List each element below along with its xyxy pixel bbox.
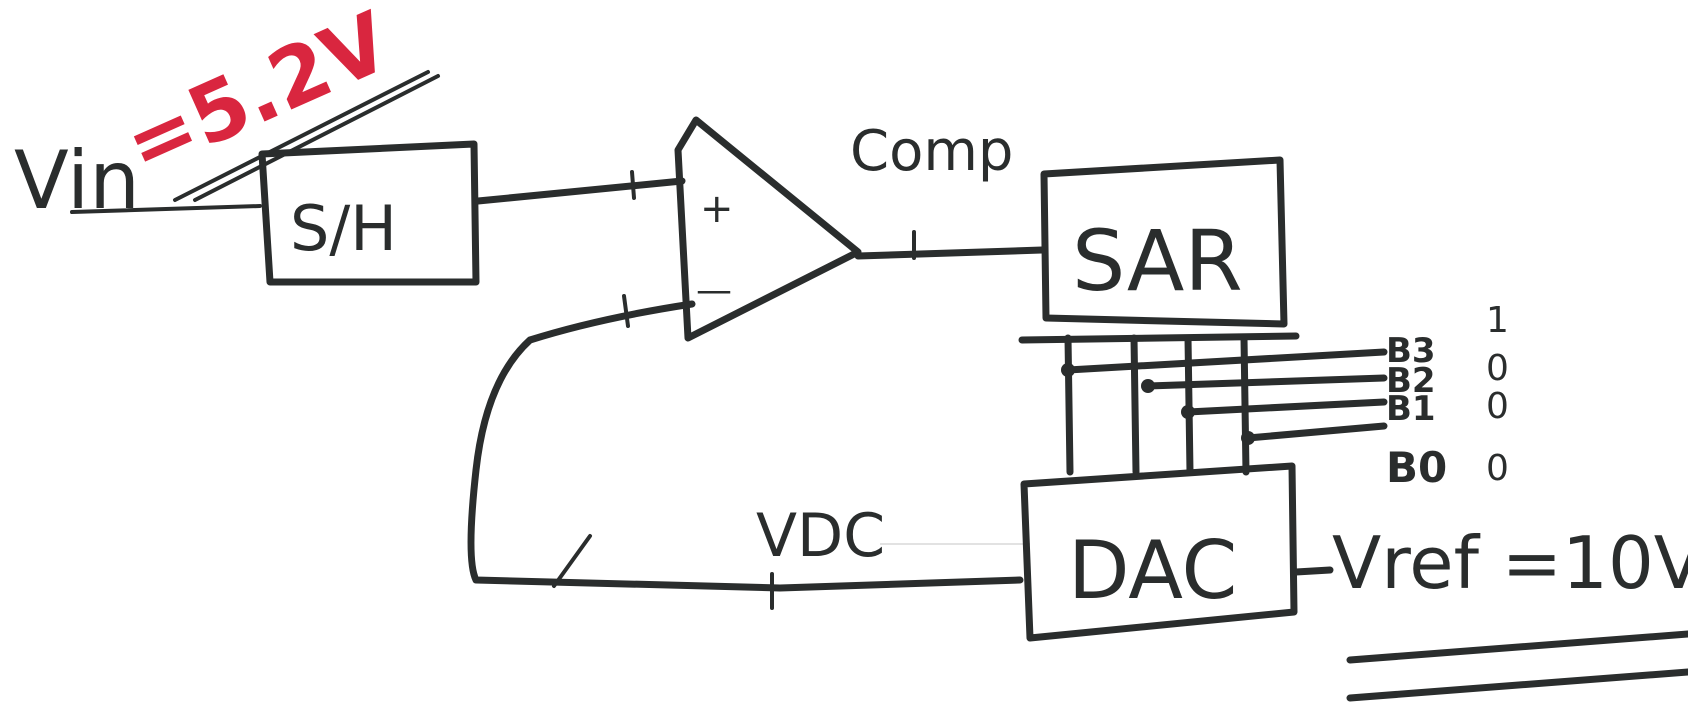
bit-label-b0: B0: [1386, 443, 1447, 492]
bit-value-b1: 0: [1486, 386, 1509, 427]
comparator: + —: [674, 116, 862, 342]
bit-line-b1: [1184, 398, 1388, 416]
comparator-triangle: [674, 116, 862, 342]
sar-block: SAR: [1040, 156, 1288, 328]
bit-value-b2: 0: [1486, 348, 1509, 389]
feedback-slash-mark: [552, 534, 592, 588]
bus-line-b1: [1184, 334, 1194, 476]
strike-line-2: [193, 74, 440, 202]
sample-hold-block: S/H: [258, 140, 480, 286]
dac-label: DAC: [1068, 524, 1237, 617]
underline-2: [1346, 668, 1688, 702]
vin-underline-wire: [70, 204, 262, 214]
bus-line-b2: [1130, 334, 1140, 476]
bit-label-b1: B1: [1386, 389, 1436, 429]
vin-value-annotation: =5.2V: [111, 0, 404, 194]
vdc-label: VDC: [756, 501, 885, 571]
bit-line-b2: [1144, 374, 1388, 390]
comparator-minus-sign: —: [696, 270, 732, 311]
bit-junction-b0: [1241, 431, 1255, 445]
bit-label-b3: B3: [1386, 331, 1436, 371]
dac-block: DAC: [1020, 462, 1298, 642]
sample-hold-box: [258, 140, 480, 286]
bus-top-bar: [1018, 332, 1300, 344]
bit-value-b0: 0: [1486, 448, 1509, 489]
bit-junction-b3: [1061, 363, 1075, 377]
bit-label-b2: B2: [1386, 361, 1436, 401]
comp-label: Comp: [850, 119, 1013, 184]
minus-input-tick: [622, 294, 630, 328]
strike-line-1: [173, 70, 430, 202]
sar-box: [1040, 156, 1288, 328]
bit-value-b3: 1: [1486, 300, 1509, 341]
vref-wire: [1292, 566, 1334, 576]
bit-line-b3: [1064, 348, 1388, 374]
bus-line-b3: [1064, 334, 1074, 476]
comp-output-wire: [854, 246, 1046, 260]
sh-to-comparator-wire: [474, 177, 686, 205]
comparator-plus-sign: +: [700, 186, 734, 232]
plus-input-tick: [630, 170, 636, 200]
dac-box: [1020, 462, 1298, 642]
bit-junction-b2: [1141, 379, 1155, 393]
underline-1: [1346, 630, 1688, 664]
bit-line-b0: [1244, 422, 1388, 442]
bit-junction-b1: [1181, 405, 1195, 419]
sar-label: SAR: [1072, 212, 1243, 310]
sample-hold-label: S/H: [290, 192, 397, 265]
vdc-feedback-wire: [467, 300, 1024, 592]
vref-label: Vref =10V: [1332, 521, 1688, 605]
